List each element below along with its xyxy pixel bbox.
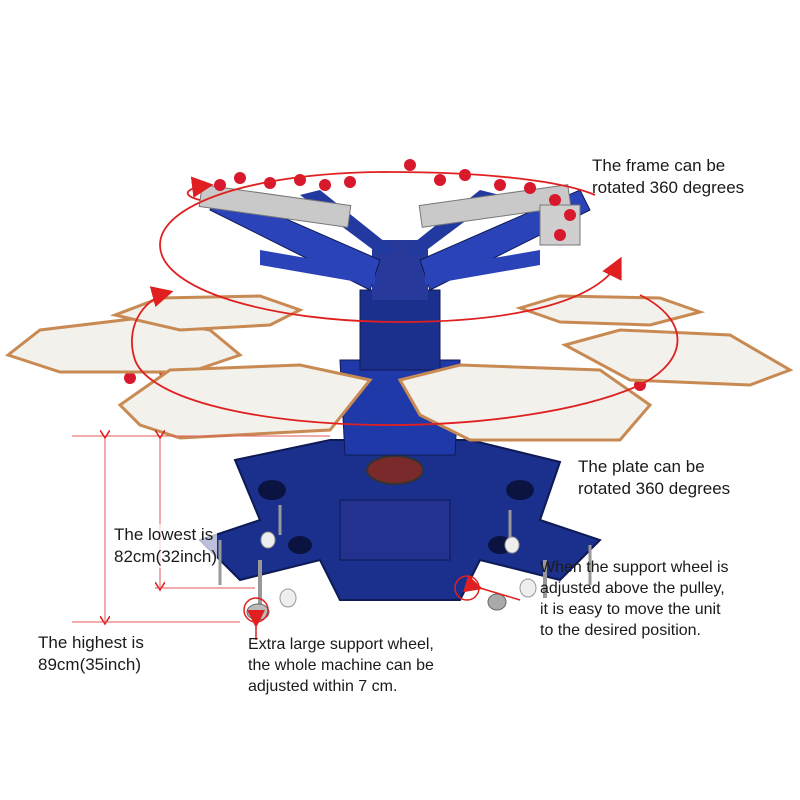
- machine-base: [198, 439, 602, 601]
- lowest-height-label: The lowest is 82cm(32inch): [114, 524, 217, 568]
- frame-rotation-arrow: [159, 171, 622, 323]
- wheel-pointer-arrows: [243, 575, 521, 640]
- frame-rotation-label: The frame can be rotated 360 degrees: [592, 156, 745, 197]
- plate-rotation-label: The plate can be rotated 360 degrees: [578, 457, 731, 498]
- highest-height-label: The highest is 89cm(35inch): [38, 633, 144, 674]
- large-support-wheel-label: Extra large support wheel, the whole mac…: [248, 636, 434, 695]
- central-column: [339, 240, 461, 456]
- screen-frames: [198, 184, 581, 246]
- dimension-lines: [72, 436, 330, 622]
- clamp-knobs: [124, 159, 646, 391]
- plate-rotation-arrow: [131, 286, 679, 426]
- print-plates: [4, 294, 794, 442]
- pulley-support-wheel-label: When the support wheel is adjusted above…: [540, 559, 729, 639]
- support-legs: [218, 505, 592, 605]
